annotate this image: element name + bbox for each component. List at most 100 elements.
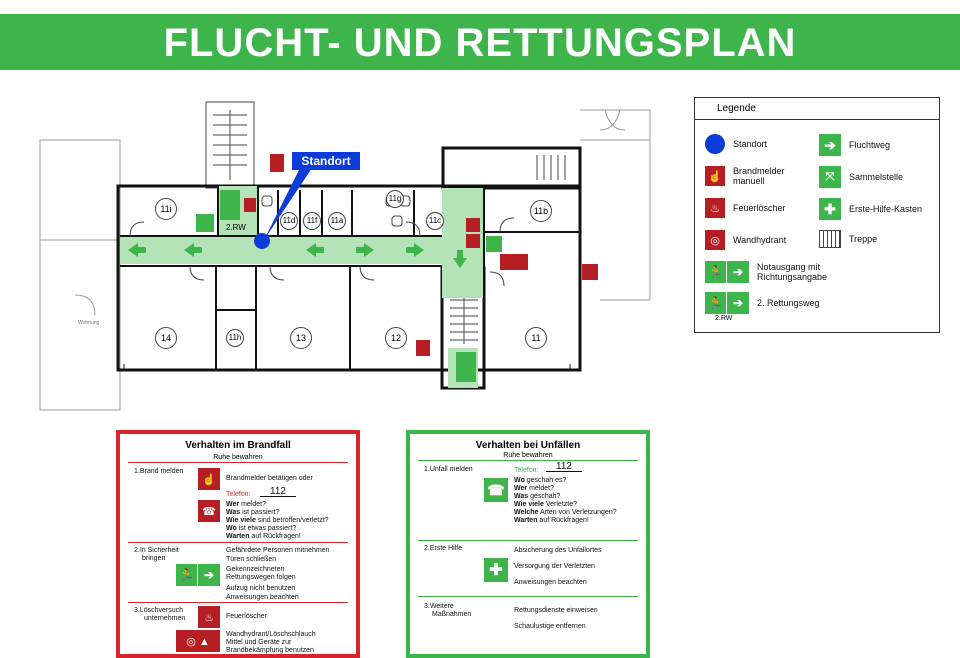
door-arcs [129, 217, 515, 287]
room-label: 11i [155, 198, 177, 220]
legend-label: Sammelstelle [849, 172, 904, 182]
divider [128, 462, 348, 463]
question-text: ist etwas passiert? [238, 525, 297, 532]
standort-pointer [254, 168, 312, 249]
escape-arrows [128, 243, 467, 268]
first-aid-icon: ✚ [819, 198, 841, 220]
legend-notausgang: 🏃➔ Notausgang mit Richtungsangabe [705, 261, 847, 283]
question-key: Was [226, 509, 241, 516]
neighbor-building-right [580, 109, 651, 301]
question-key: Warten [226, 533, 250, 540]
legend-rw-label: 2.RW [715, 315, 733, 322]
instruction-text: Aufzug nicht benutzen [226, 585, 296, 592]
room-label: 14 [155, 327, 177, 349]
legend-label: Standort [733, 139, 768, 149]
accident-box-title: Verhalten bei Unfällen [475, 440, 581, 451]
instruction-text: Brandbekämpfung benutzen [226, 647, 314, 654]
legend-sammelstelle: ⤧ Sammelstelle [819, 166, 903, 188]
accident-box-subtitle: Ruhe bewahren [503, 452, 553, 459]
neighbor-building-left [39, 139, 121, 411]
legend-brandmelder: ☝ Brandmelder manuell [705, 166, 815, 186]
fire-extinguisher-icon: ♨ [705, 198, 725, 218]
question-text: geschah? [530, 493, 561, 500]
step-label: 3.Löschversuch [134, 607, 184, 614]
question-key: Wer [514, 485, 528, 492]
question-key: Wie viele [514, 501, 544, 508]
step-label: 2.Erste Hilfe [424, 545, 463, 552]
arrow-right-icon: ➔ [819, 134, 841, 156]
wall-hydrant-icon: ◎ ▲ [176, 630, 220, 652]
instruction-text: Gekennzeichneten [226, 566, 285, 573]
step-label: 1.Unfall melden [424, 466, 473, 473]
page-title: FLUCHT- UND RETTUNGSPLAN [0, 14, 960, 70]
question-key: Wo [226, 525, 237, 532]
emergency-exit-icon: 🏃➔ [705, 261, 749, 283]
left-building-label: Wohnung [78, 320, 100, 326]
legend-label: Erste-Hilfe-Kasten [849, 204, 923, 214]
legend-wandhydrant: ◎ Wandhydrant [705, 230, 786, 250]
instruction-text: Anweisungen beachten [226, 594, 299, 601]
divider [418, 460, 638, 461]
stair-bottom [450, 155, 566, 344]
stairs-icon [819, 230, 841, 248]
instruction-text: Wandhydrant/Löschschlauch [226, 631, 316, 638]
question-key: Wer [226, 501, 240, 508]
instruction-text: Anweisungen beachten [514, 579, 587, 586]
instruction-text: Gefährdete Personen mitnehmen [226, 547, 330, 554]
step-label: 1.Brand melden [134, 468, 184, 475]
instruction-text: Mittel und Geräte zur [226, 639, 292, 646]
question-key: Wie viele [226, 517, 256, 524]
question-key: Welche [514, 509, 539, 516]
legend-label: Fluchtweg [849, 140, 891, 150]
fire-alarm-icon: ☝ [705, 166, 725, 186]
legend-label: Wandhydrant [733, 235, 787, 245]
step-label: bringen [142, 555, 166, 562]
instruction-text: Versorgung der Verletzten [514, 563, 595, 570]
legend: Legende Standort ➔ Fluchtweg ☝ Brandmeld… [694, 97, 940, 333]
plan-exit-signs [196, 190, 502, 382]
telefon-number: 112 [546, 462, 582, 472]
floor-plan: Standort 11i 11d 11f 11a 11g 11c 11b 14 … [0, 0, 690, 420]
legend-label: Treppe [849, 234, 878, 244]
question-text: geschah es? [526, 477, 567, 484]
stair-tower-top [205, 101, 255, 189]
fire-instructions-box: Verhalten im Brandfall Ruhe bewahren 1.B… [116, 430, 360, 658]
instruction-text: Absicherung des Unfallortes [514, 547, 602, 554]
room-label: 13 [290, 327, 312, 349]
emergency-phone-icon: ☎ [484, 478, 508, 502]
room-label: 11h [226, 329, 244, 347]
question-text: sind betroffen/verletzt? [257, 517, 329, 524]
question-key: Warten [514, 517, 538, 524]
room-label: 11a [328, 212, 346, 230]
question-key: Wo [514, 477, 525, 484]
divider [128, 542, 348, 543]
telefon-number: 112 [260, 487, 296, 497]
standort-dot-icon [705, 134, 725, 154]
legend-label: Brandmelder manuell [733, 166, 785, 186]
question-text: ist passiert? [242, 509, 280, 516]
room-label: 11d [280, 212, 298, 230]
fire-box-subtitle: Ruhe bewahren [213, 454, 263, 461]
legend-heading: Legende [695, 98, 939, 120]
second-escape-route-icon: 🏃➔ [705, 292, 749, 314]
fire-box-title: Verhalten im Brandfall [185, 440, 291, 451]
telefon-label: Telefon: [514, 467, 539, 474]
question-text: meldet? [241, 501, 266, 508]
instruction-text: Feuerlöscher [226, 613, 267, 620]
fire-extinguisher-icon: ♨ [198, 606, 220, 628]
legend-feuerloescher: ♨ Feuerlöscher [705, 198, 786, 218]
room-label: 12 [385, 327, 407, 349]
legend-fluchtweg: ➔ Fluchtweg [819, 134, 890, 156]
accident-instructions-box: Verhalten bei Unfällen Ruhe bewahren 1.U… [406, 430, 650, 658]
plan-rw-label: 2.RW [226, 223, 246, 232]
first-aid-icon: ✚ [484, 558, 508, 582]
legend-erste-hilfe: ✚ Erste-Hilfe-Kasten [819, 198, 922, 220]
telefon-label: Telefon: [226, 491, 251, 498]
question-text: auf Rückfragen! [539, 517, 589, 524]
question-text: meldet? [529, 485, 554, 492]
legend-rettungsweg: 🏃➔ 2. Rettungsweg [705, 292, 820, 314]
divider [418, 540, 638, 541]
room-label: 11b [530, 200, 552, 222]
floor-plan-drawing [39, 101, 651, 411]
phone-icon: ☎ [198, 500, 220, 522]
